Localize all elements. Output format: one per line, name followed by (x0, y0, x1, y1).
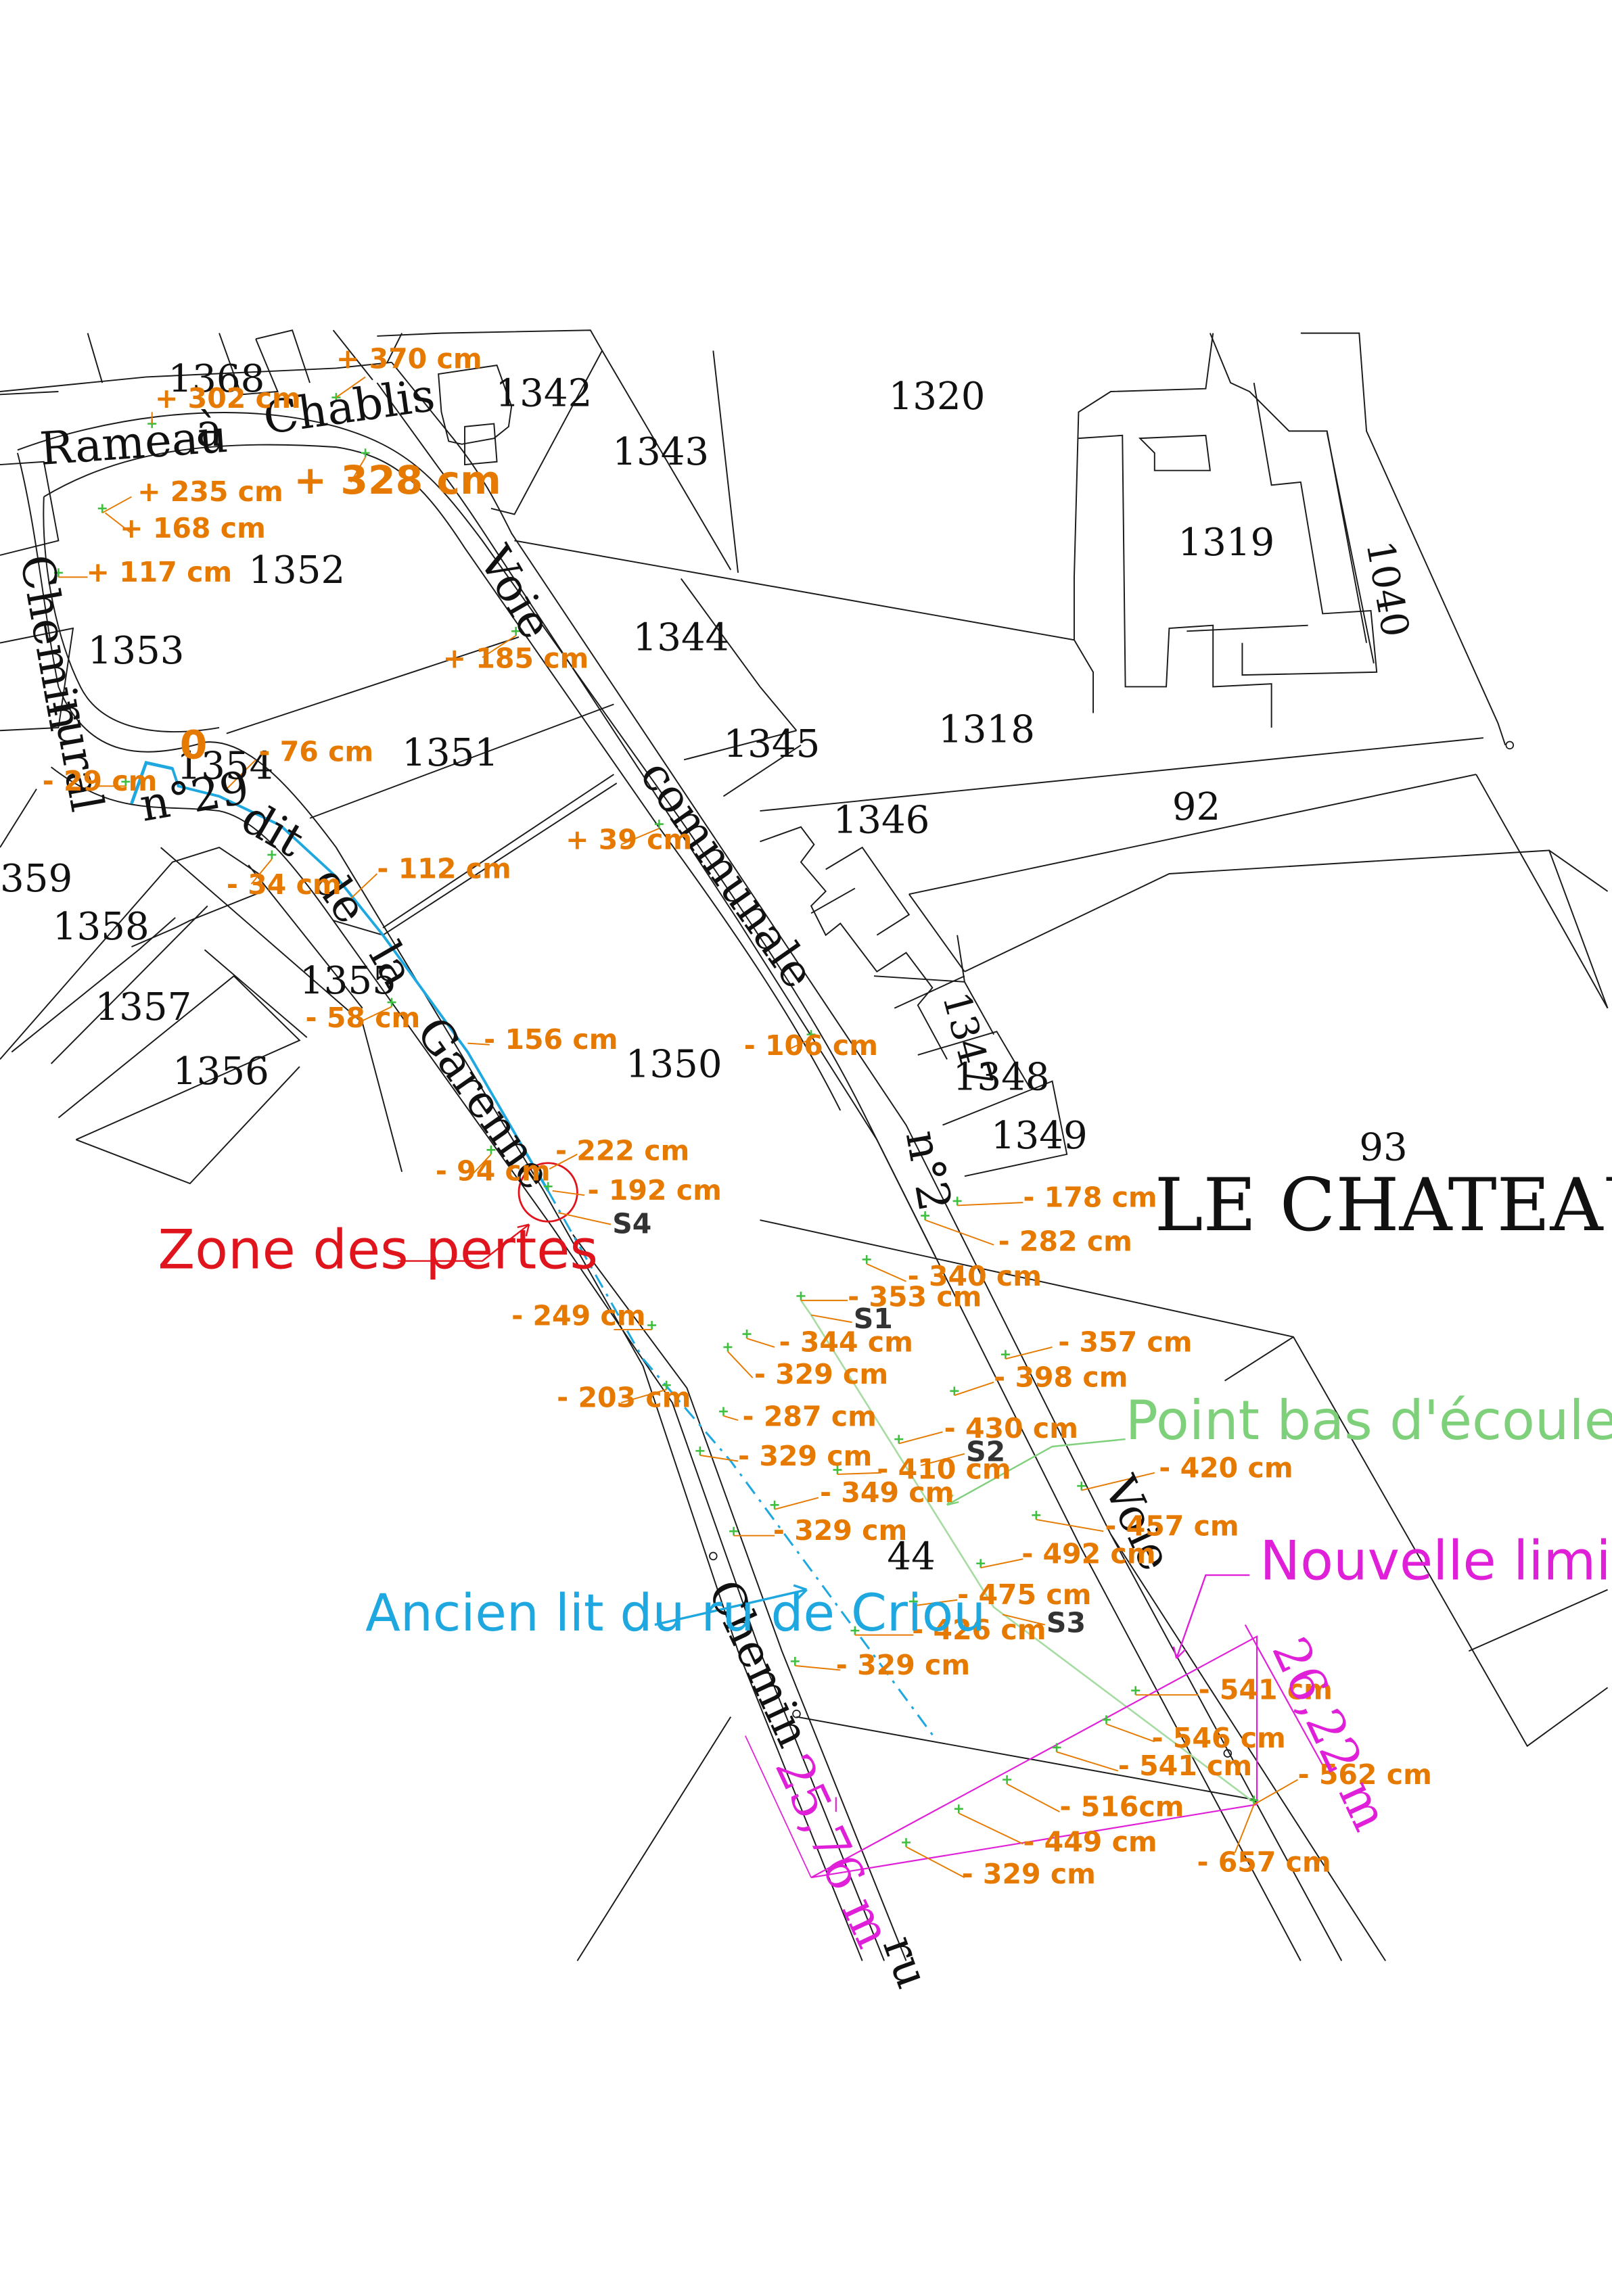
parcel-1354: 1354 (177, 745, 273, 789)
old-stream-bed (130, 761, 936, 1739)
parcel-92: 92 (1172, 785, 1220, 829)
elevation-labels: + 370 cm + 302 cm + 328 cm + 235 cm + 16… (43, 342, 1432, 1890)
parcel-1345: 1345 (723, 722, 820, 766)
measure-label: - 329 cm (754, 1358, 888, 1390)
measure-label: - 106 cm (744, 1029, 878, 1062)
measure-label: - 94 cm (436, 1155, 551, 1188)
measure-label: + 370 cm (336, 342, 482, 375)
sounding-s1: S1 (854, 1303, 893, 1335)
measure-label: - 541 cm (1199, 1674, 1333, 1706)
parcel-1348: 1348 (953, 1056, 1050, 1100)
measure-label: - 516cm (1059, 1791, 1184, 1823)
road-rameau: Rameau (38, 410, 229, 475)
loss-zone-circle (517, 1162, 578, 1223)
measure-label: - 657 cm (1197, 1846, 1331, 1879)
parcel-1320: 1320 (889, 375, 986, 419)
annotations: Zone des pertes Point bas d'écoulement N… (158, 1218, 1612, 1643)
measure-label: 0 (180, 722, 208, 768)
locality-title: LE CHATEAU (1155, 1163, 1612, 1248)
sounding-labels: S1 S2 S3 S4 (612, 1207, 1086, 1639)
measure-label: + 235 cm (137, 475, 283, 508)
measure-label: - 34 cm (227, 868, 342, 901)
measure-label: - 420 cm (1159, 1451, 1293, 1484)
measure-label: - 282 cm (998, 1225, 1132, 1257)
parcel-1352: 1352 (248, 548, 345, 592)
parcel-359: 359 (0, 857, 72, 901)
measure-label: - 426 cm (912, 1614, 1046, 1646)
measure-label: - 329 cm (836, 1649, 970, 1681)
parcel-93: 93 (1359, 1125, 1407, 1169)
measure-label: - 475 cm (957, 1578, 1091, 1611)
measure-label: - 546 cm (1151, 1722, 1285, 1754)
parcel-1342: 1342 (495, 372, 592, 416)
measure-label: - 357 cm (1058, 1326, 1192, 1358)
parcel-1344: 1344 (632, 615, 729, 659)
parcel-1319: 1319 (1178, 521, 1274, 565)
parcel-labels: 1368 1342 1320 1343 1319 1040 1352 1344 … (0, 357, 1417, 1578)
label-ancien-lit: Ancien lit du ru de Criou (365, 1583, 986, 1643)
sounding-s2: S2 (966, 1436, 1005, 1468)
measure-label: - 222 cm (555, 1134, 689, 1167)
road-a: à (196, 404, 223, 456)
measure-label: - 344 cm (779, 1326, 913, 1358)
measure-label: - 410 cm (877, 1453, 1011, 1485)
parcel-1355: 1355 (300, 959, 396, 1003)
label-zone-pertes: Zone des pertes (158, 1218, 598, 1281)
parcel-1343: 1343 (612, 430, 709, 474)
parcel-1318: 1318 (938, 708, 1035, 752)
measure-label: - 58 cm (306, 1002, 421, 1034)
label-nouvelle-limite: Nouvelle limite de propriété (1260, 1530, 1612, 1593)
measure-label: - 541 cm (1118, 1750, 1252, 1782)
sounding-s4: S4 (612, 1207, 651, 1240)
parcel-1358: 1358 (53, 905, 149, 949)
measure-label: - 249 cm (511, 1300, 645, 1332)
measure-label: - 329 cm (962, 1858, 1096, 1890)
measure-label: - 430 cm (944, 1412, 1078, 1445)
measure-label: - 329 cm (773, 1514, 907, 1547)
measure-label: + 39 cm (566, 823, 692, 856)
flow-line (800, 1300, 1258, 1806)
measure-label: + 168 cm (120, 512, 266, 544)
measure-label: - 287 cm (743, 1401, 877, 1433)
measure-label: - 340 cm (908, 1260, 1042, 1292)
parcel-1349: 1349 (991, 1114, 1088, 1158)
parcel-boundaries (0, 329, 1609, 1961)
measure-label: - 112 cm (377, 852, 511, 885)
measure-label: - 329 cm (738, 1440, 872, 1472)
parcel-1356: 1356 (172, 1050, 269, 1094)
measure-label: + 185 cm (443, 642, 589, 674)
measure-label: - 492 cm (1021, 1538, 1155, 1570)
measure-label: - 192 cm (588, 1174, 722, 1206)
parcel-44: 44 (887, 1534, 935, 1578)
measure-label: - 156 cm (484, 1023, 618, 1056)
measure-label: - 76 cm (258, 736, 373, 768)
parcel-1346: 1346 (833, 798, 929, 842)
measure-label: - 562 cm (1298, 1758, 1432, 1791)
measure-label: - 349 cm (820, 1476, 954, 1509)
annotation-arrows (397, 1223, 1250, 1660)
parcel-1357: 1357 (95, 985, 191, 1029)
boundary-markers (709, 741, 1515, 1758)
road-communale: communale (630, 751, 825, 998)
measure-label: + 328 cm (294, 457, 501, 503)
measure-label: - 353 cm (848, 1280, 982, 1313)
label-point-bas: Point bas d'écoulement (1126, 1389, 1612, 1452)
parcel-1350: 1350 (626, 1042, 722, 1086)
parcel-1368: 1368 (168, 357, 264, 401)
measure-label: - 457 cm (1105, 1510, 1239, 1543)
measure-label: - 449 cm (1023, 1825, 1157, 1858)
leader-lines (58, 376, 1299, 1879)
property-limit (745, 1624, 1324, 1879)
road-n2: n°2 (896, 1127, 962, 1215)
parcel-1351: 1351 (402, 731, 499, 775)
measure-label: - 29 cm (43, 765, 158, 797)
parcel-1353: 1353 (88, 629, 185, 673)
measure-label: - 178 cm (1023, 1181, 1157, 1214)
measure-label: + 117 cm (86, 556, 232, 588)
measure-label: - 203 cm (557, 1382, 691, 1414)
measure-label: + 302 cm (155, 382, 301, 415)
sounding-s3: S3 (1046, 1606, 1086, 1639)
measure-label: - 398 cm (994, 1361, 1128, 1393)
